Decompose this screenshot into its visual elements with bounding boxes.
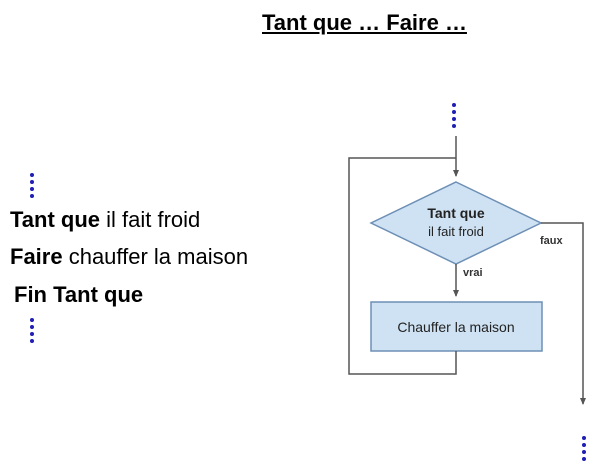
action-label: Chauffer la maison (397, 319, 514, 335)
loop-back-line (348, 157, 457, 375)
action-text: chauffer la maison (62, 244, 249, 269)
ellipsis-dots-bottom-left (30, 318, 36, 346)
true-label: vrai (463, 267, 483, 279)
pseudo-line-while: Tant que il fait froid (10, 207, 200, 233)
decision-label-line2: il fait froid (428, 224, 484, 239)
decision-label-line1: Tant que (427, 205, 485, 221)
false-branch-arrow (541, 222, 586, 405)
keyword-faire: Faire (10, 244, 63, 269)
decision-diamond (369, 181, 543, 265)
keyword-fin-tant-que: Fin Tant que (14, 282, 144, 307)
condition-text: il fait froid (100, 207, 201, 232)
ellipsis-dots-top-left (30, 173, 36, 201)
page-title: Tant que … Faire … (262, 10, 467, 35)
pseudo-line-do: Faire chauffer la maison (10, 244, 248, 270)
keyword-tant-que: Tant que (10, 207, 101, 232)
action-box (370, 301, 543, 352)
false-label: faux (540, 235, 564, 247)
ellipsis-dots-flow-bottom (582, 436, 588, 464)
pseudo-line-end: Fin Tant que (14, 282, 143, 308)
ellipsis-dots-flow-top (452, 103, 458, 131)
